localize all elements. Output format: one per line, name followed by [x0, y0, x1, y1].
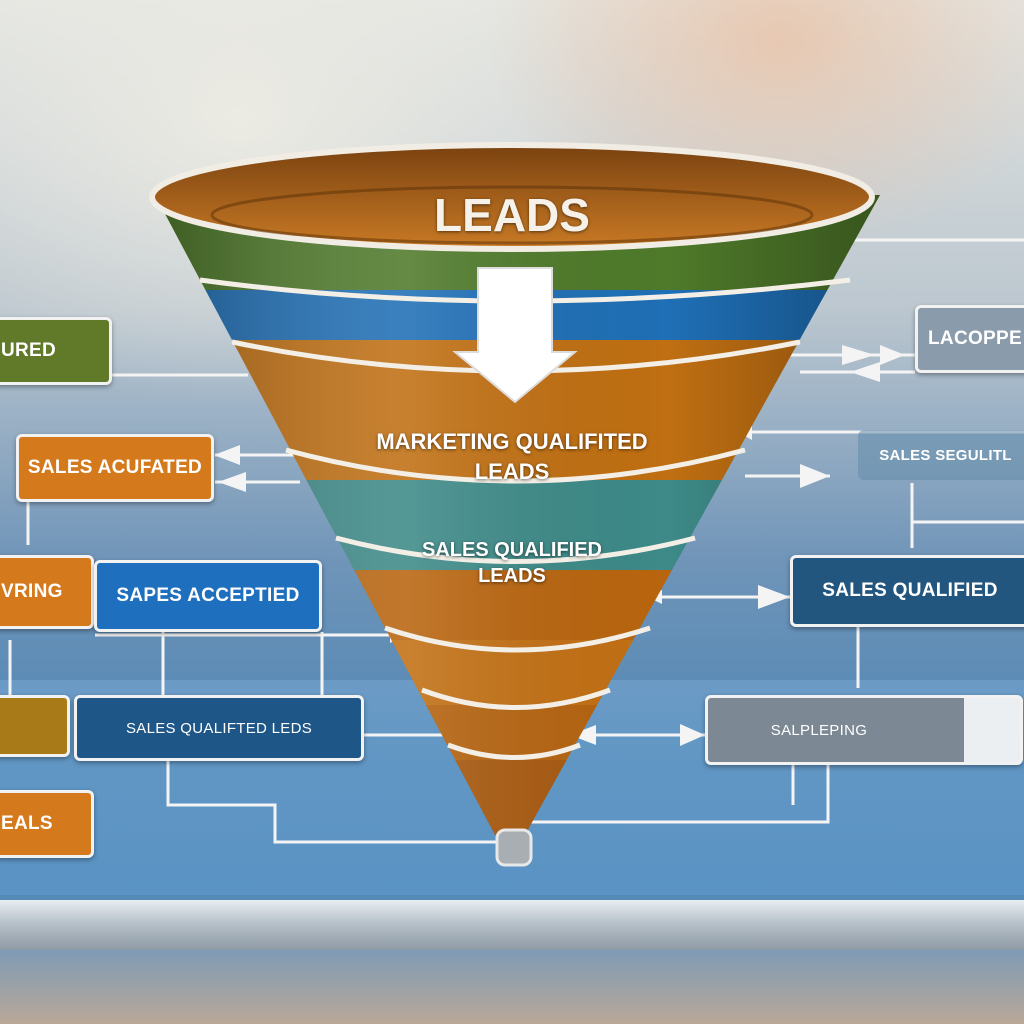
left-box-ured: URED — [0, 317, 112, 385]
down-arrow-icon — [452, 267, 578, 404]
left-box-sales-acufated: SALES ACUFATED — [16, 434, 214, 502]
left-box-vring: VRING — [0, 555, 94, 629]
left-box-sales-qualified-leds: SALES QUALIFTED LEDS — [74, 695, 364, 761]
left-box-eals: EALS — [0, 790, 94, 858]
left-box-blank — [0, 695, 70, 757]
right-box-salpleping: SALPLEPING — [705, 695, 1023, 765]
stage-sql-label: SALES QUALIFIED LEADS — [421, 539, 602, 587]
right-box-lacoppe: LACOPPE — [915, 305, 1024, 373]
right-box-sales-qualified: SALES QUALIFIED — [790, 555, 1024, 627]
left-box-sapes-accepted: SAPES ACCEPTIED — [94, 560, 322, 632]
bottom-blur — [0, 950, 1024, 1024]
right-box-salpleping-label: SALPLEPING — [770, 721, 868, 739]
funnel-title: LEADS — [434, 189, 590, 241]
funnel-spout — [495, 828, 533, 867]
funnel-rim — [149, 142, 875, 252]
right-box-sales-segulitl: SALES SEGULITL — [858, 430, 1024, 480]
device-frame-rail — [0, 900, 1024, 950]
stage-mql-label: MARKETING QUALIFITED LEADS — [376, 429, 648, 484]
